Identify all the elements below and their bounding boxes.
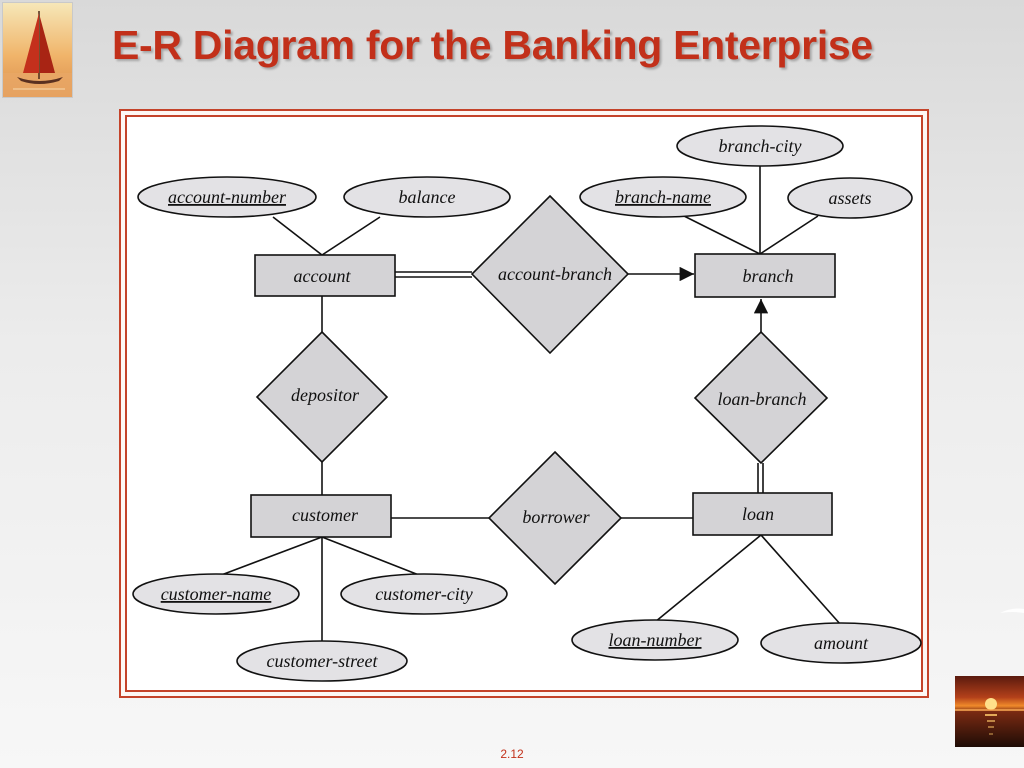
- attribute-branch-name-label: branch-name: [615, 187, 711, 207]
- attribute-branch-city-label: branch-city: [719, 136, 802, 156]
- attribute-customer-street-label: customer-street: [267, 651, 379, 671]
- attribute-balance-label: balance: [399, 187, 456, 207]
- attribute-customer-city-label: customer-city: [375, 584, 473, 604]
- attribute-customer-name: customer-name: [132, 573, 300, 615]
- relationship-account-branch-label: account-branch: [498, 264, 612, 284]
- line-branch-name-branch: [679, 213, 761, 255]
- relationship-loan-branch: loan-branch: [693, 330, 829, 465]
- attribute-customer-city: customer-city: [340, 573, 508, 615]
- entity-account-label: account: [294, 266, 352, 286]
- line-customer-customer-city: [321, 536, 425, 578]
- sunset-ocean-icon: [955, 676, 1024, 747]
- sailboat-logo-icon: [2, 2, 73, 98]
- entity-customer: customer: [250, 494, 392, 538]
- attribute-branch-city: branch-city: [676, 125, 844, 167]
- relationship-depositor: depositor: [255, 330, 389, 464]
- line-balance-account: [321, 216, 381, 256]
- relationship-borrower-label: borrower: [522, 507, 590, 527]
- line-account-number-account: [272, 216, 323, 256]
- entity-branch: branch: [694, 253, 836, 298]
- slide-title: E-R Diagram for the Banking Enterprise: [112, 22, 873, 68]
- attribute-assets: assets: [787, 177, 913, 219]
- entity-loan: loan: [692, 492, 833, 536]
- relationship-account-branch: account-branch: [470, 194, 630, 355]
- attribute-amount-label: amount: [814, 633, 869, 653]
- attribute-amount: amount: [760, 622, 922, 664]
- attribute-loan-number-label: loan-number: [609, 630, 703, 650]
- attribute-account-number: account-number: [137, 176, 317, 218]
- entity-branch-label: branch: [743, 266, 794, 286]
- line-loan-loan-number: [654, 534, 762, 623]
- entity-account: account: [254, 254, 396, 297]
- relationship-depositor-label: depositor: [291, 385, 360, 405]
- line-assets-branch: [759, 215, 819, 255]
- attribute-customer-street: customer-street: [236, 640, 408, 682]
- attribute-assets-label: assets: [828, 188, 871, 208]
- connector-lines: [215, 166, 842, 644]
- decorative-glint-icon: [998, 606, 1024, 618]
- relationship-borrower: borrower: [487, 450, 623, 586]
- attribute-loan-number: loan-number: [571, 619, 739, 661]
- attribute-account-number-label: account-number: [168, 187, 287, 207]
- page-number: 2.12: [500, 747, 524, 761]
- entity-loan-label: loan: [742, 504, 774, 524]
- attribute-branch-name: branch-name: [579, 176, 747, 218]
- entity-customer-label: customer: [292, 505, 359, 525]
- line-customer-customer-name: [215, 536, 323, 578]
- relationship-loan-branch-label: loan-branch: [718, 389, 807, 409]
- attribute-customer-name-label: customer-name: [161, 584, 272, 604]
- line-loan-amount: [760, 534, 842, 626]
- attribute-balance: balance: [343, 176, 511, 218]
